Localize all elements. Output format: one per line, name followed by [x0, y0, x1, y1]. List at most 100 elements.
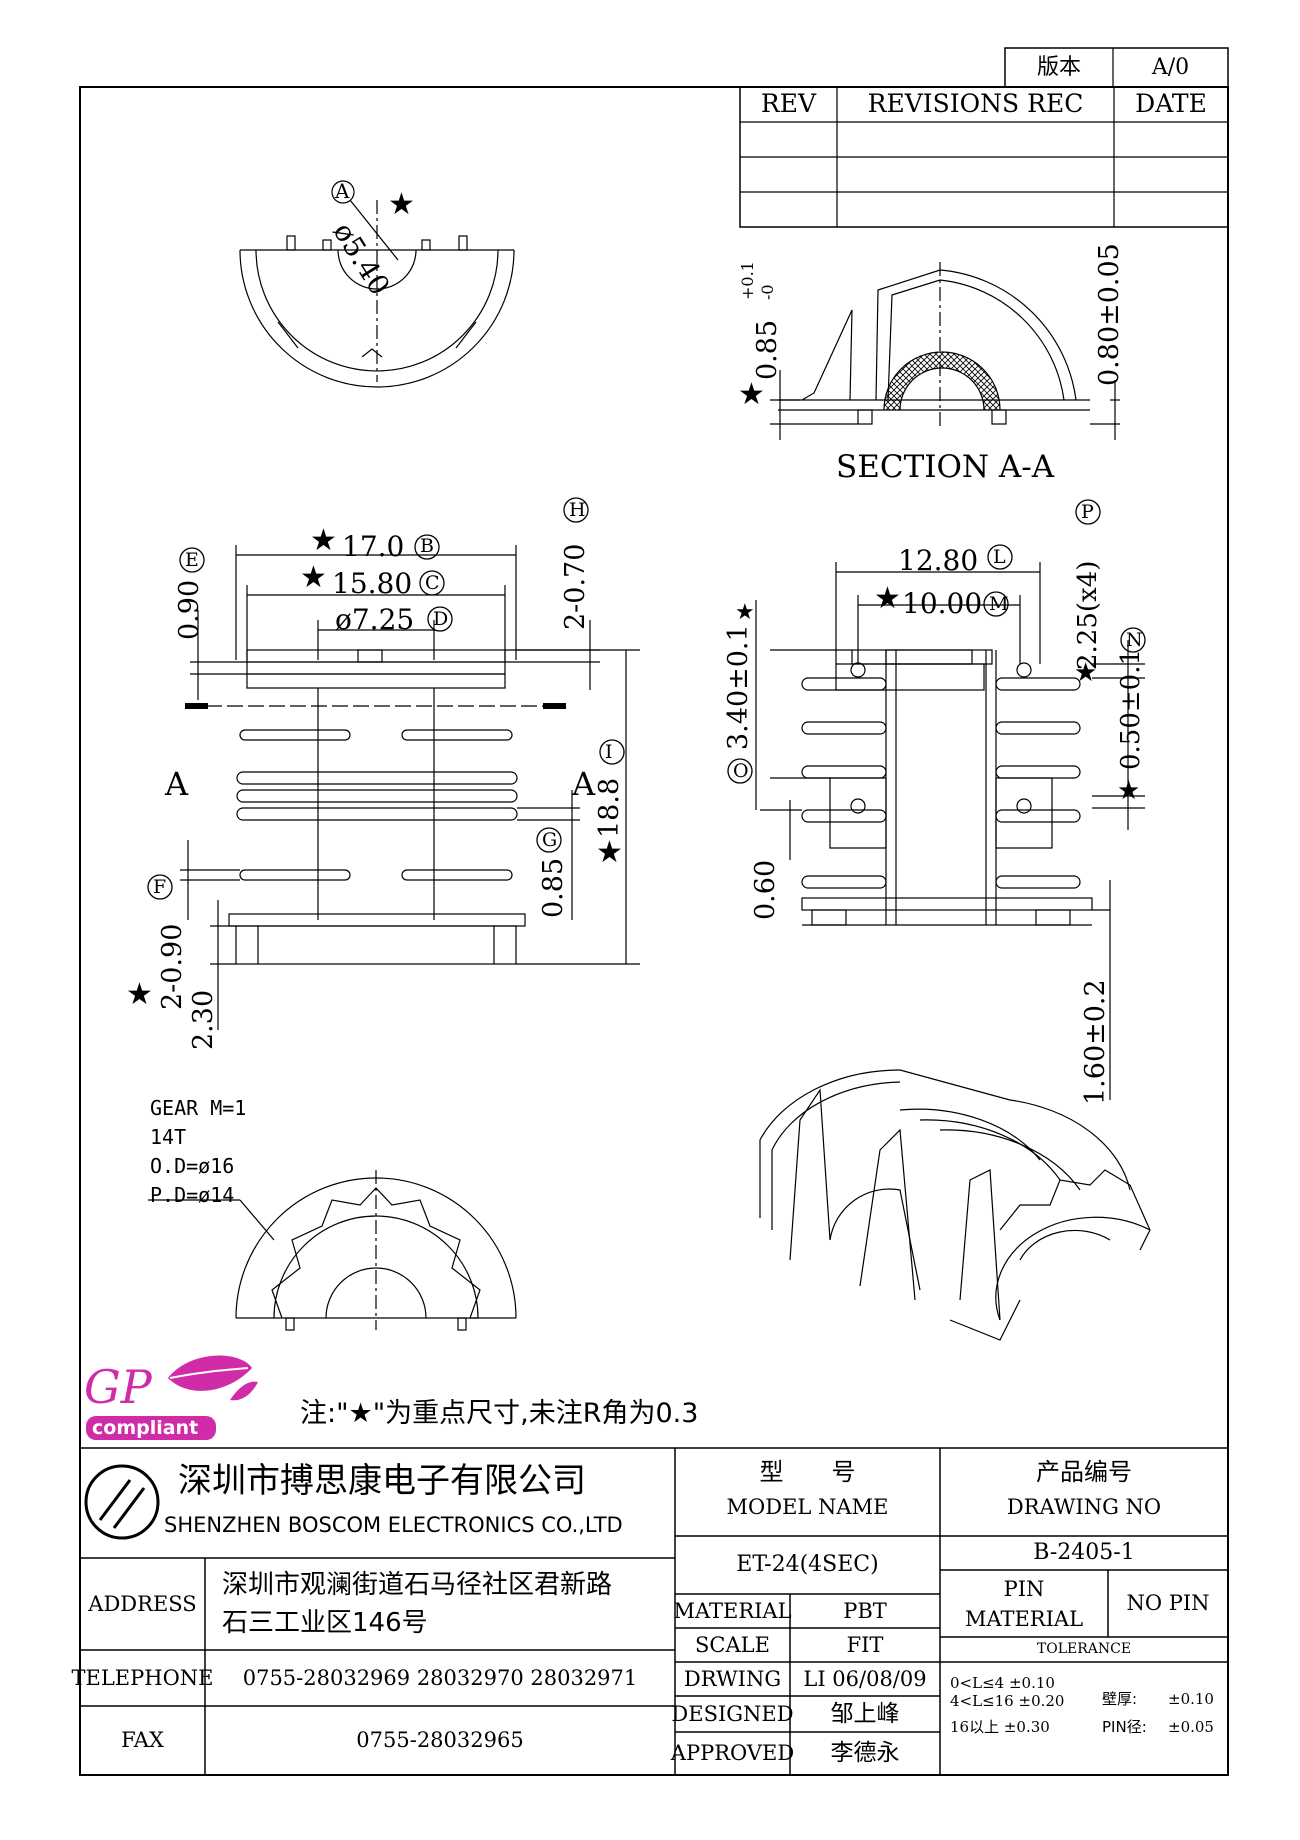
- pin-dia-label: PIN径:: [1102, 1718, 1147, 1736]
- star-marker-f: ★: [126, 977, 153, 1012]
- star-marker-m: ★: [874, 581, 901, 616]
- gp-leaf-icon: [86, 1355, 258, 1440]
- star-marker-c: ★: [300, 560, 327, 595]
- drawing-no-cn: 产品编号: [1036, 1458, 1132, 1487]
- model-name-en: MODEL NAME: [726, 1494, 889, 1519]
- dim-l-tag: L: [993, 546, 1006, 568]
- tolerance-row-2: 4<L≤16 ±0.20: [950, 1692, 1065, 1710]
- dim-m-tag: M: [989, 593, 1009, 615]
- dim-d-tag: D: [433, 608, 449, 630]
- drawing-by-label: DRWING: [683, 1666, 782, 1691]
- dim-f-tag: F: [153, 876, 167, 898]
- dim-d-value: ø7.25: [335, 603, 415, 636]
- dim-b-tag: B: [420, 535, 434, 557]
- version-value: A/0: [1151, 54, 1190, 80]
- tolerance-row-1: 0<L≤4 ±0.10: [950, 1674, 1055, 1692]
- dim-section-tol-up: +0.1: [738, 261, 757, 300]
- wall-thickness-value: ±0.10: [1168, 1690, 1214, 1708]
- cut-label-left: A: [165, 765, 189, 803]
- approved-label: APPROVED: [670, 1741, 795, 1766]
- dim-o-tag: O: [733, 760, 749, 782]
- dim-p-tag: P: [1081, 501, 1094, 523]
- dim-section-tol-dn: -0: [758, 284, 777, 300]
- dim-m-value: 10.00: [902, 587, 983, 620]
- rev-header: REV: [760, 89, 817, 119]
- material-value: PBT: [843, 1598, 887, 1623]
- star-marker-n: ★: [1117, 776, 1141, 806]
- top-view: [239, 180, 515, 388]
- dim-e-tag: E: [185, 549, 199, 571]
- dim-c-tag: C: [425, 572, 440, 594]
- dim-b-value: 17.0: [342, 530, 405, 563]
- fax-value: 0755-28032965: [356, 1728, 524, 1753]
- scale-value: FIT: [846, 1632, 884, 1657]
- pin-material-value: NO PIN: [1126, 1591, 1210, 1616]
- star-marker-section: ★: [738, 377, 765, 412]
- isometric-view: [759, 1069, 1151, 1341]
- dim-160-value: 1.60±0.2: [1080, 979, 1111, 1105]
- gear-spec-line: O.D=ø16: [150, 1154, 235, 1178]
- dim-i-value: 18.8: [594, 777, 625, 838]
- telephone-value: 0755-28032969 28032970 28032971: [242, 1665, 638, 1690]
- side-view: [755, 562, 1145, 1100]
- dim-f-value: 2-0.90: [157, 923, 188, 1010]
- gear-spec: GEAR M=1 14T O.D=ø16 P.D=ø14: [150, 1094, 246, 1210]
- gear-spec-line: 14T: [150, 1125, 187, 1149]
- tolerance-label: TOLERANCE: [1036, 1641, 1132, 1658]
- model-name-cn: 型 号: [759, 1458, 856, 1487]
- address-line-2: 石三工业区146号: [222, 1608, 428, 1638]
- gear-view: [148, 1170, 517, 1331]
- section-title: SECTION A-A: [836, 449, 1055, 485]
- dim-060-value: 0.60: [750, 859, 781, 920]
- drawing-no-en: DRAWING NO: [1006, 1494, 1162, 1519]
- gear-spec-line: GEAR M=1: [150, 1096, 247, 1120]
- revisions-rec-header: REVISIONS REC: [867, 89, 1084, 119]
- model-name-value: ET-24(4SEC): [736, 1552, 879, 1578]
- company-name-en: SHENZHEN BOSCOM ELECTRONICS CO.,LTD: [164, 1513, 623, 1537]
- dim-g-value: 0.85: [538, 857, 569, 918]
- dim-g-tag: G: [542, 829, 558, 851]
- star-marker-b: ★: [310, 523, 337, 558]
- drawing-no-value: B-2405-1: [1033, 1540, 1135, 1566]
- fax-label: FAX: [121, 1728, 164, 1753]
- pin-dia-value: ±0.05: [1168, 1718, 1214, 1736]
- dim-n-tag: N: [1126, 629, 1143, 651]
- dim-section-d1: 0.85: [752, 319, 783, 380]
- designed-value: 邹上峰: [830, 1700, 900, 1727]
- address-label: ADDRESS: [88, 1591, 197, 1616]
- address-line-1: 深圳市观澜街道石马径社区君新路: [222, 1570, 613, 1600]
- drawing-note: 注:"★"为重点尺寸,未注R角为0.3: [300, 1398, 699, 1429]
- gear-spec-line: P.D=ø14: [150, 1183, 235, 1207]
- section-view: [770, 262, 1120, 440]
- star-marker-p: ★: [1074, 658, 1098, 688]
- company-logo-icon: [84, 1464, 160, 1540]
- company-name-cn: 深圳市搏思康电子有限公司: [178, 1461, 586, 1501]
- pin-material-label-1: PIN: [1003, 1576, 1045, 1601]
- cut-label-right: A: [572, 765, 596, 803]
- dim-i-tag: I: [605, 741, 613, 763]
- drawing-by-value: LI 06/08/09: [803, 1666, 927, 1691]
- dim-h-value: 2-0.70: [560, 543, 591, 630]
- star-marker-top: ★: [388, 187, 415, 222]
- gp-compliant-badge: compliant: [92, 1417, 199, 1439]
- dim-h2-value: 2.30: [188, 989, 219, 1050]
- designed-label: DESIGNED: [671, 1701, 794, 1726]
- dim-h-tag: H: [569, 499, 586, 521]
- telephone-label: TELEPHONE: [71, 1665, 214, 1690]
- material-label: MATERIAL: [673, 1598, 792, 1623]
- dim-p-value: 2.25(x4): [1073, 560, 1103, 670]
- dim-o-value: 3.40±0.1: [723, 624, 754, 750]
- front-view: [180, 545, 640, 1030]
- gp-logo-text: GP: [84, 1360, 152, 1414]
- pin-material-label-2: MATERIAL: [964, 1606, 1084, 1631]
- dim-l-value: 12.80: [898, 544, 979, 577]
- wall-thickness-label: 壁厚:: [1102, 1690, 1138, 1708]
- date-header: DATE: [1135, 89, 1207, 119]
- dim-e-value: 0.90: [174, 579, 205, 640]
- tolerance-row-3: 16以上 ±0.30: [950, 1718, 1050, 1736]
- star-marker-i: ★: [596, 835, 623, 870]
- version-label: 版本: [1036, 54, 1081, 80]
- dim-n-value: 0.50±0.1: [1116, 648, 1146, 770]
- dim-section-d2: 0.80±0.05: [1094, 243, 1125, 386]
